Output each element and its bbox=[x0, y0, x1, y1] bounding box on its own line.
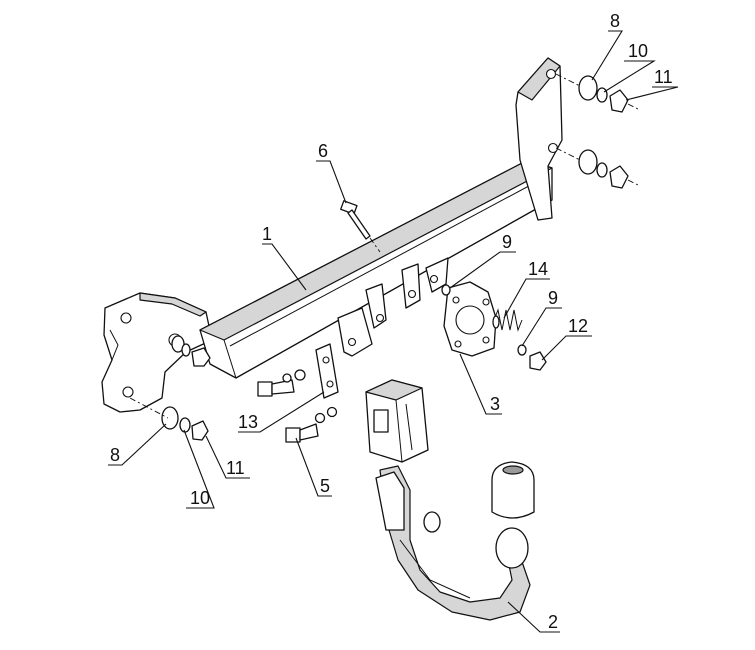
right-mounting-bracket bbox=[515, 57, 563, 221]
callout-1: 1 bbox=[262, 224, 307, 291]
callout-5: 5 bbox=[295, 437, 332, 497]
main-crossbar bbox=[199, 159, 553, 379]
svg-text:11: 11 bbox=[654, 67, 673, 87]
callout-10-top: 10 bbox=[603, 41, 656, 93]
bolt-6 bbox=[340, 200, 381, 253]
left-top-washers bbox=[171, 335, 211, 367]
callout-9-top: 9 bbox=[449, 232, 516, 289]
callout-2: 2 bbox=[507, 601, 560, 633]
svg-text:14: 14 bbox=[528, 259, 548, 279]
washer-9-right bbox=[517, 344, 527, 356]
svg-text:9: 9 bbox=[502, 232, 512, 252]
callout-11-bottom: 11 bbox=[205, 435, 250, 479]
callout-3: 3 bbox=[459, 353, 502, 415]
coupling-housing bbox=[365, 379, 429, 463]
callout-6: 6 bbox=[316, 141, 347, 204]
center-drop-plates bbox=[337, 257, 449, 357]
svg-text:8: 8 bbox=[110, 445, 120, 465]
ball-cover bbox=[491, 461, 535, 519]
callout-11-top: 11 bbox=[625, 67, 679, 101]
callout-8-bottom: 8 bbox=[108, 423, 167, 466]
callout-8-top: 8 bbox=[591, 11, 623, 81]
callout-12: 12 bbox=[541, 316, 592, 361]
svg-text:10: 10 bbox=[628, 41, 648, 61]
svg-text:1: 1 bbox=[262, 224, 272, 244]
callout-9-mid: 9 bbox=[521, 288, 562, 347]
right-bottom-washers bbox=[555, 147, 641, 189]
socket-plate bbox=[441, 281, 497, 357]
svg-text:5: 5 bbox=[320, 476, 330, 496]
bolt-5 bbox=[285, 406, 338, 443]
spring-14 bbox=[492, 308, 523, 332]
callout-10-bottom: 10 bbox=[183, 429, 215, 509]
svg-text:10: 10 bbox=[190, 488, 210, 508]
svg-text:2: 2 bbox=[548, 612, 558, 632]
svg-text:11: 11 bbox=[226, 458, 245, 478]
left-bottom-washers bbox=[129, 397, 209, 441]
svg-text:12: 12 bbox=[568, 316, 588, 336]
svg-text:6: 6 bbox=[318, 141, 328, 161]
callout-14: 14 bbox=[503, 259, 550, 319]
callout-13: 13 bbox=[238, 391, 325, 433]
bolt-13 bbox=[257, 369, 306, 397]
right-top-washers bbox=[555, 73, 641, 113]
svg-text:3: 3 bbox=[490, 394, 500, 414]
ball-neck bbox=[375, 465, 531, 621]
svg-text:13: 13 bbox=[238, 412, 258, 432]
svg-text:9: 9 bbox=[548, 288, 558, 308]
center-plate-13 bbox=[315, 343, 339, 399]
nut-12 bbox=[529, 351, 547, 371]
svg-text:8: 8 bbox=[610, 11, 620, 31]
